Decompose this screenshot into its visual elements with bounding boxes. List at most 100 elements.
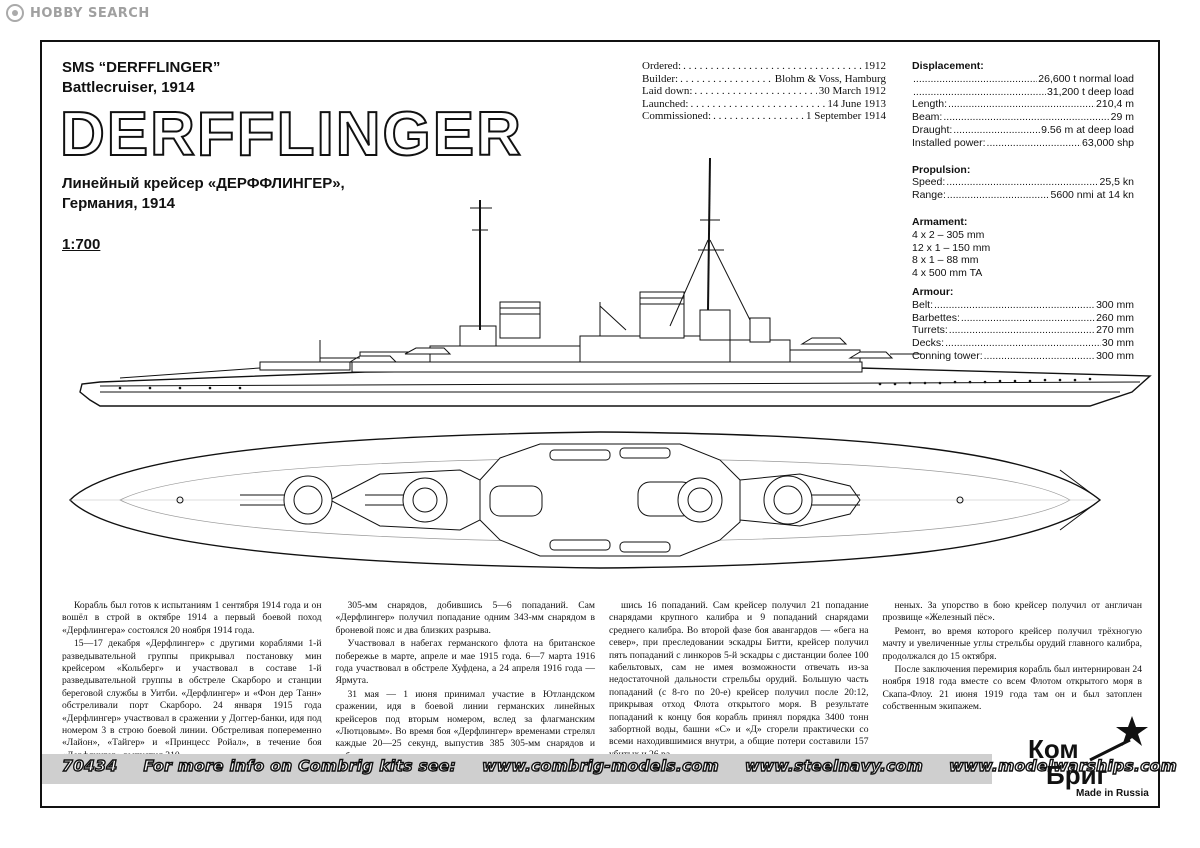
spec-label: Barbettes: xyxy=(912,311,960,324)
paragraph: 305-мм снарядов, добившись 5—6 попаданий… xyxy=(335,600,596,636)
spec-label: Decks: xyxy=(912,337,945,350)
history-text: Корабль был готов к испытаниям 1 сентябр… xyxy=(62,600,1142,764)
leader-dots xyxy=(680,73,773,86)
history-row: Builder: Blohm & Voss, Hamburg xyxy=(642,73,886,86)
combrig-logo: Ком Бриг xyxy=(1028,716,1148,790)
plan-view-drawing xyxy=(69,431,1102,569)
paragraph: После заключения перемирия корабль был и… xyxy=(882,664,1143,713)
armour-heading: Armour: xyxy=(912,285,954,298)
spec-value: 25,5 kn xyxy=(1099,176,1134,189)
history-row: Ordered: 1912 xyxy=(642,60,886,73)
logo-text-top: Ком xyxy=(1028,734,1079,764)
text-column-4: неных. За упорство в бою крейсер получил… xyxy=(883,600,1143,764)
leader-dots xyxy=(948,98,1095,111)
spec-value: 270 mm xyxy=(1096,324,1134,337)
link-modelwarships[interactable]: www.modelwarships.com xyxy=(948,756,1178,775)
paragraph: Ремонт, во время которого крейсер получи… xyxy=(882,625,1143,662)
history-value: Blohm & Voss, Hamburg xyxy=(774,72,886,85)
leader-dots xyxy=(913,73,1037,86)
logo-text-bottom: Бриг xyxy=(1046,760,1108,790)
turret-c-plan xyxy=(677,477,723,523)
spec-row: Beam:29 m xyxy=(912,111,1134,124)
specifications: Displacement: 26,600 t normal load 31,20… xyxy=(912,60,1134,363)
history-row: Launched: 14 June 1913 xyxy=(642,98,886,111)
english-heading: SMS “DERFFLINGER” Battlecruiser, 1914 xyxy=(62,58,220,98)
history-row: Laid down:30 March 1912 xyxy=(642,85,886,98)
kit-code: 70434 xyxy=(61,756,118,775)
side-profile-drawing xyxy=(79,157,1152,407)
paragraph: 31 мая — 1 июня принимал участие в Ютлан… xyxy=(335,688,596,762)
spec-label: Belt: xyxy=(912,298,934,311)
ship-name-en: SMS “DERFFLINGER” xyxy=(62,59,221,76)
spec-value: 300 mm xyxy=(1096,349,1134,362)
watermark-text: HOBBY SEARCH xyxy=(30,5,150,21)
hull-portholes xyxy=(118,377,1092,390)
watermark: HOBBY SEARCH xyxy=(6,4,150,22)
leader-dots xyxy=(713,110,804,123)
spec-value: 30 mm xyxy=(1101,337,1134,350)
history-value: 1912 xyxy=(864,60,886,72)
history-label: Launched: xyxy=(642,97,689,110)
spec-label: Range: xyxy=(912,189,946,202)
history-label: Laid down: xyxy=(642,85,693,98)
spec-value: 31,200 t deep load xyxy=(1047,85,1134,98)
footer-info: For more info on Combrig kits see: xyxy=(143,756,457,775)
spec-row: Turrets: 270 mm xyxy=(912,324,1134,337)
russian-heading: Линейный крейсер «ДЕРФФЛИНГЕР», Германия… xyxy=(62,174,345,214)
spec-value: 5600 nmi at 14 kn xyxy=(1050,189,1134,202)
link-steelnavy[interactable]: www.steelnavy.com xyxy=(744,756,924,775)
history-label: Builder: xyxy=(642,72,679,85)
leader-dots xyxy=(694,85,816,98)
big-title: DERFFLINGER xyxy=(59,100,523,169)
spec-value: 26,600 t normal load xyxy=(1038,72,1134,85)
spec-label: Conning tower: xyxy=(912,349,983,362)
armament-item: 4 x 500 mm TA xyxy=(912,267,983,280)
ship-country-ru: Германия, 1914 xyxy=(62,195,176,212)
propulsion-heading: Propulsion: xyxy=(912,163,971,176)
text-column-1: Корабль был готов к испытаниям 1 сентябр… xyxy=(62,600,322,764)
scale-label: 1:700 xyxy=(62,236,101,253)
paragraph: неных. За упорство в бою крейсер получил… xyxy=(882,600,1143,624)
text-column-3: шись 16 попаданий. Сам крейсер получил 2… xyxy=(609,600,869,764)
leader-dots xyxy=(690,98,825,111)
leader-dots xyxy=(943,111,1109,124)
leader-dots xyxy=(913,86,1046,99)
history-row: Commissioned:1 September 1914 xyxy=(642,110,886,123)
turret-b-plan xyxy=(365,477,448,523)
turret-d-plan xyxy=(763,475,860,525)
spec-label: Speed: xyxy=(912,176,946,189)
armament-item: 4 x 2 – 305 mm xyxy=(912,228,985,241)
spec-row: 26,600 t normal load xyxy=(912,73,1134,86)
footer-text: 70434 For more info on Combrig kits see: w… xyxy=(61,756,1200,775)
fore-funnel-plan xyxy=(489,485,543,517)
spec-value: 29 m xyxy=(1110,111,1134,124)
aft-funnel xyxy=(639,291,685,339)
ship-drawings xyxy=(69,157,1152,569)
turret-a-plan xyxy=(240,475,333,525)
history-value: 14 June 1913 xyxy=(827,97,886,110)
spec-row: Installed power:63,000 shp xyxy=(912,137,1134,150)
spec-value: 300 mm xyxy=(1096,298,1134,311)
spec-row: Draught: 9.56 m at deep load xyxy=(912,124,1134,137)
history-value: 1 September 1914 xyxy=(805,110,886,123)
spec-row: Speed: 25,5 kn xyxy=(912,176,1134,189)
tripod-main-mast xyxy=(707,157,711,311)
displacement-heading: Displacement: xyxy=(912,60,984,72)
spec-row: Decks: 30 mm xyxy=(912,337,1134,350)
spec-value: 63,000 shp xyxy=(1082,136,1134,149)
paragraph: Корабль был готов к испытаниям 1 сентябр… xyxy=(62,600,322,636)
paragraph: 15—17 декабря «Дерфлингер» с другими кор… xyxy=(62,638,322,761)
spec-label: Turrets: xyxy=(912,324,948,337)
history-label: Ordered: xyxy=(642,60,682,72)
armament-item: 12 x 1 – 150 mm xyxy=(912,241,991,254)
link-combrig[interactable]: www.combrig-models.com xyxy=(481,756,719,775)
footer-band xyxy=(42,754,992,784)
spec-row: Belt: 300 mm xyxy=(912,299,1134,312)
paragraph: Участвовал в набегах германского флота н… xyxy=(335,638,596,687)
spec-row: 31,200 t deep load xyxy=(912,86,1134,99)
spec-value: 9.56 m at deep load xyxy=(1041,123,1134,136)
spec-label: Draught: xyxy=(912,123,953,136)
paragraph: шись 16 попаданий. Сам крейсер получил 2… xyxy=(609,600,869,760)
spec-value: 260 mm xyxy=(1096,311,1134,324)
ship-type-ru: Линейный крейсер «ДЕРФФЛИНГЕР», xyxy=(62,175,345,192)
